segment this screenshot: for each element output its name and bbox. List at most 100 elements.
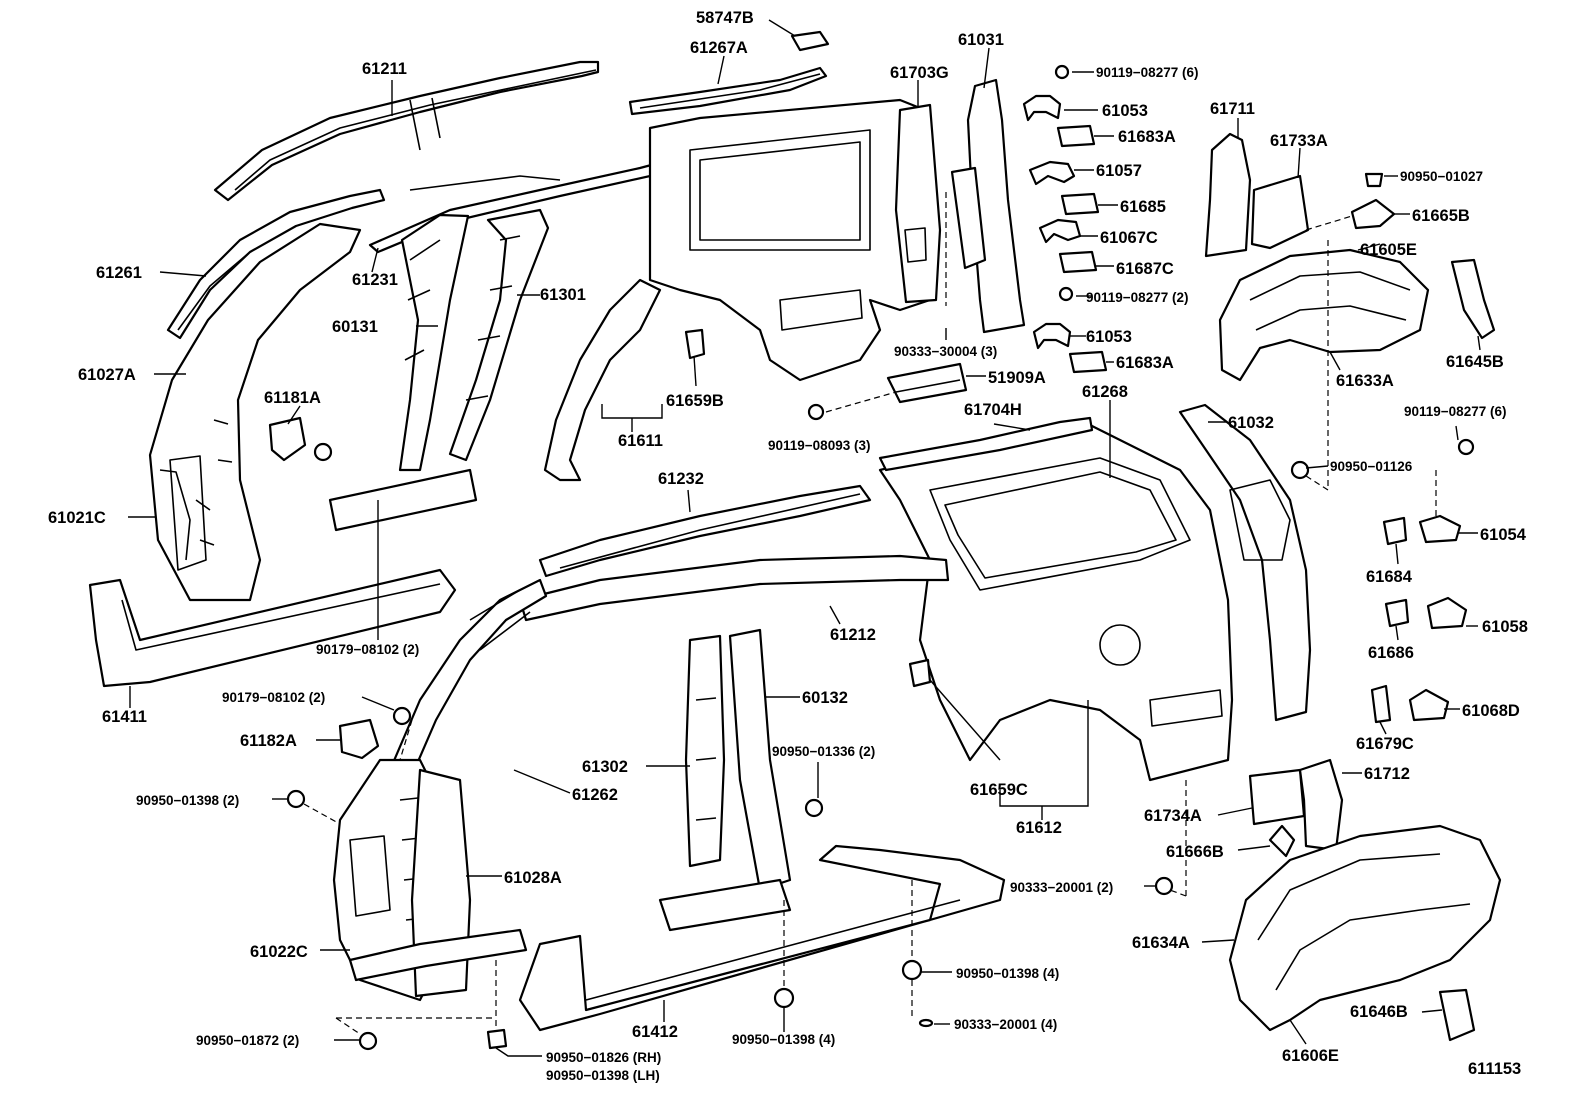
label-61267A: 61267A: [690, 39, 748, 57]
label-61411: 61411: [102, 708, 147, 726]
part-61704H-roof-rail: [878, 416, 1094, 472]
part-61261-front-pillar-outer: [166, 188, 386, 340]
part-61659B-bracket: [684, 328, 706, 360]
part-90950-01398-plug-left: [286, 789, 306, 809]
label-61665B: 61665B: [1412, 207, 1470, 225]
part-61683A-a: [1056, 124, 1096, 148]
label-58747B: 58747B: [696, 9, 754, 27]
part-61666B: [1268, 824, 1296, 858]
label-61412: 61412: [632, 1023, 678, 1041]
label-61666B: 61666B: [1166, 843, 1224, 861]
part-51909A-bracket: [886, 362, 968, 404]
part-61634A-wheelhouse-outer: [1228, 824, 1502, 1032]
part-61021C-front-pillar-assembly: [148, 222, 362, 602]
label-61686: 61686: [1368, 644, 1414, 662]
part-90950-01126-plug: [1290, 460, 1310, 480]
part-61212-roof-side-rail-rear: [518, 554, 950, 622]
label-61028A: 61028A: [504, 869, 562, 887]
part-90119-08277-bolt-c: [1457, 438, 1475, 456]
part-61067C: [1038, 218, 1082, 244]
part-61181A-bracket: [268, 416, 307, 462]
label-90950-01027: 90950−01027: [1400, 169, 1483, 184]
part-60131-center-pillar-inner: [328, 213, 478, 532]
part-61679C: [1370, 684, 1392, 724]
part-61053-b: [1032, 322, 1072, 350]
part-90119-08277-bolt-b: [1058, 286, 1074, 302]
part-58747B-cover: [790, 30, 830, 52]
part-61412-rocker-panel-rear: [518, 844, 1006, 1032]
label-61684: 61684: [1366, 568, 1413, 586]
part-61058: [1426, 596, 1468, 630]
label-61022C: 61022C: [250, 943, 308, 961]
part-90179-08102-nut-lower: [392, 706, 412, 726]
part-61712: [1298, 758, 1344, 852]
label-61027A: 61027A: [78, 366, 136, 384]
part-61633A-wheelhouse-inner: [1218, 248, 1430, 382]
label-90179-08102-upper: 90179−08102 (2): [316, 642, 419, 657]
label-61231: 61231: [352, 271, 398, 289]
part-61412-front-lower: [348, 928, 528, 982]
label-61021C: 61021C: [48, 509, 106, 527]
part-61687C: [1058, 250, 1098, 274]
part-61612-quarter-panel-outer: [878, 418, 1234, 782]
label-61634A: 61634A: [1132, 934, 1190, 952]
label-61734A: 61734A: [1144, 807, 1202, 825]
part-labels: 58747B 61267A 61211 61031 61703G 90119−0…: [48, 9, 1528, 1083]
label-61053-bottom: 61053: [1086, 328, 1132, 346]
label-61268: 61268: [1082, 383, 1128, 401]
label-61687C: 61687C: [1116, 260, 1174, 278]
part-61684: [1382, 516, 1408, 546]
label-61704H: 61704H: [964, 401, 1022, 419]
part-61611-quarter-inner: [543, 98, 932, 482]
part-90333-20001-plug: [1154, 876, 1174, 896]
label-61606E: 61606E: [1282, 1047, 1339, 1065]
label-61058: 61058: [1482, 618, 1528, 636]
part-61032-rear-pillar: [1178, 403, 1312, 722]
label-61057: 61057: [1096, 162, 1142, 180]
label-61646B: 61646B: [1350, 1003, 1408, 1021]
label-90119-08093: 90119−08093 (3): [768, 438, 870, 453]
label-61232: 61232: [658, 470, 704, 488]
label-90950-01826-rh: 90950−01826 (RH): [546, 1050, 661, 1065]
label-61733A: 61733A: [1270, 132, 1328, 150]
label-61053-top: 61053: [1102, 102, 1148, 120]
part-61711: [1204, 132, 1252, 258]
label-90119-08277-2: 90119−08277 (2): [1086, 290, 1188, 305]
part-90119-08093-bolt: [807, 403, 825, 421]
label-61683A-bottom: 61683A: [1116, 354, 1174, 372]
label-61611: 61611: [618, 432, 663, 450]
part-90950-01398-plug-center: [773, 987, 795, 1009]
part-61683A-b: [1068, 350, 1108, 374]
figure-number: 611153: [1468, 1060, 1521, 1078]
part-61267A-rear-roof-rail: [628, 66, 828, 116]
label-90950-01398-2: 90950−01398 (2): [136, 793, 239, 808]
part-90950-01826-clip: [486, 1028, 508, 1050]
part-61211-roof-side-rail: [213, 60, 600, 202]
label-61032: 61032: [1228, 414, 1274, 432]
label-61659C: 61659C: [970, 781, 1028, 799]
part-61053-a: [1022, 94, 1062, 122]
label-61711: 61711: [1210, 100, 1255, 118]
label-90179-08102-lower: 90179−08102 (2): [222, 690, 325, 705]
label-61683A-top: 61683A: [1118, 128, 1176, 146]
part-90333-20001-plug-small: [918, 1018, 934, 1028]
label-61182A: 61182A: [240, 732, 297, 750]
leader-lines: [128, 19, 1481, 1057]
label-61262: 61262: [572, 786, 618, 804]
label-61181A: 61181A: [264, 389, 321, 407]
label-61067C: 61067C: [1100, 229, 1158, 247]
part-61232-roof-rail-inner: [538, 484, 872, 578]
label-61261: 61261: [96, 264, 142, 282]
label-90950-01398-lh: 90950−01398 (LH): [546, 1068, 660, 1083]
label-90950-01872: 90950−01872 (2): [196, 1033, 299, 1048]
part-61665B: [1350, 198, 1396, 230]
part-61182A-bracket: [338, 718, 380, 760]
label-61633A: 61633A: [1336, 372, 1394, 390]
part-61659C-bracket: [908, 658, 932, 688]
part-61703G-rear-pillar: [894, 103, 942, 304]
label-61612: 61612: [1016, 819, 1062, 837]
label-61068D: 61068D: [1462, 702, 1520, 720]
part-61734A: [1248, 768, 1306, 826]
part-61057: [1028, 160, 1076, 186]
